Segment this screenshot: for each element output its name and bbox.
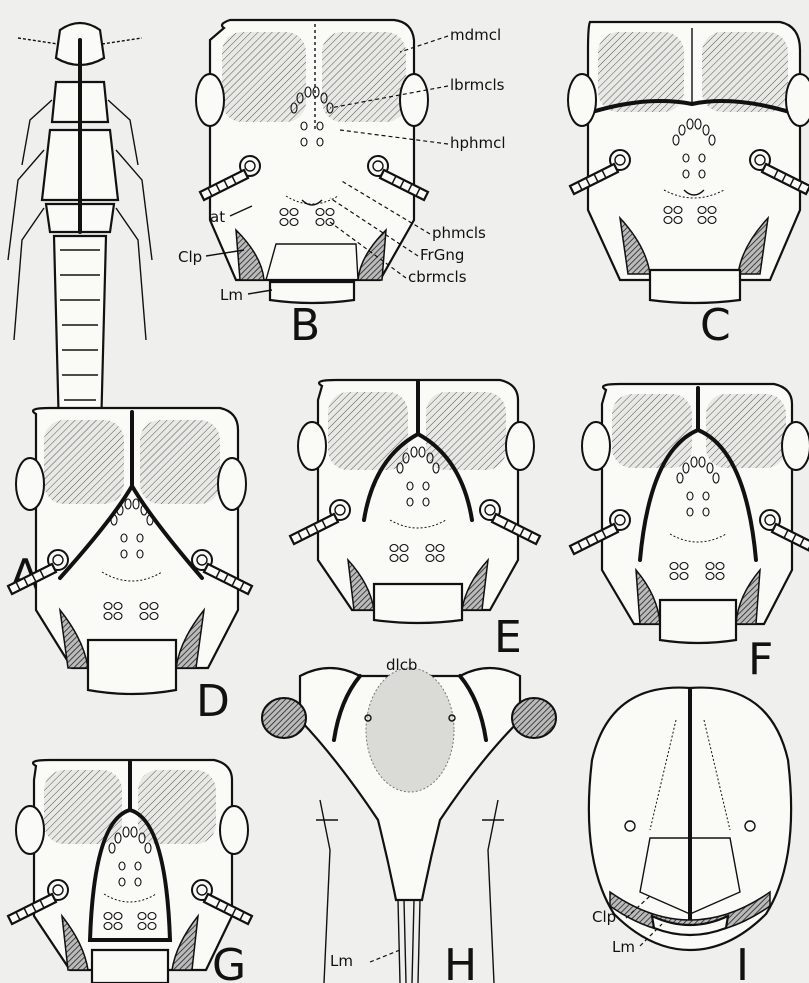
panel-label-f: F — [748, 634, 773, 685]
panel-label-h: H — [444, 940, 477, 983]
label-hphmcl: hphmcl — [450, 134, 506, 152]
head-diagram-h — [262, 668, 556, 983]
head-diagram-e — [290, 380, 540, 623]
label-dlcb: dlcb — [386, 656, 417, 674]
label-lm: Lm — [220, 286, 243, 304]
label-lm-i: Lm — [612, 938, 635, 956]
panel-label-b: B — [290, 300, 320, 351]
head-diagram-f — [570, 384, 809, 643]
head-diagram-d — [8, 408, 252, 694]
panel-label-c: C — [700, 300, 731, 351]
label-cbrmcls: cbrmcls — [408, 268, 467, 286]
panel-label-i: I — [736, 940, 749, 983]
label-at: at — [210, 208, 225, 226]
panel-label-g: G — [212, 940, 246, 983]
label-lm-h: Lm — [330, 952, 353, 970]
label-mdmcl: mdmcl — [450, 26, 501, 44]
head-diagram-c — [568, 22, 809, 303]
label-clp-i: Clp — [592, 908, 616, 926]
label-clp: Clp — [178, 248, 202, 266]
label-phmcls: phmcls — [432, 224, 486, 242]
panel-label-d: D — [196, 676, 230, 727]
head-diagram-b — [196, 20, 428, 303]
label-lbrmcls: lbrmcls — [450, 76, 505, 94]
head-diagram-i — [589, 688, 791, 950]
panel-label-e: E — [494, 612, 522, 663]
label-frgng: FrGng — [420, 246, 464, 264]
